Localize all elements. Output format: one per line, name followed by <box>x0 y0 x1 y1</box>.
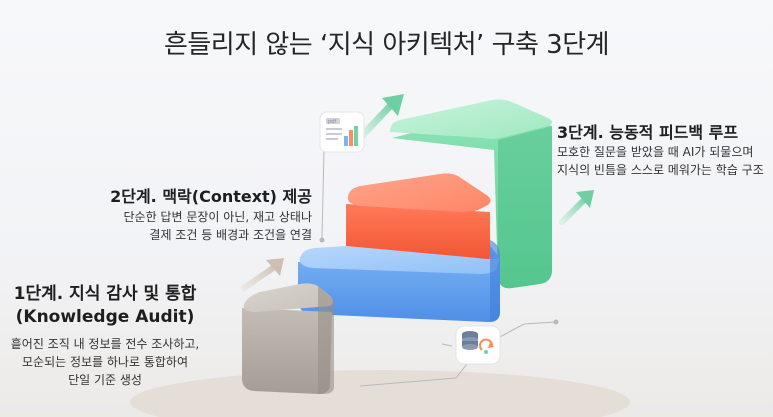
pdf-badge: pdf <box>328 119 336 125</box>
connector-lines <box>319 149 559 387</box>
step-1-description: 흩어진 조직 내 정보를 전수 조사하고, 모순되는 정보를 하나로 통합하여 … <box>10 335 200 389</box>
step-1-title-line1: 1단계. 지식 감사 및 통합 <box>13 284 197 304</box>
arrow-up-green-icon <box>356 94 404 142</box>
step-1-title-line2: (Knowledge Audit) <box>15 307 195 327</box>
step-2-desc-line1: 단순한 답변 문장이 아닌, 재고 상태나 <box>123 210 313 224</box>
step-3-description: 모호한 질문을 받았을 때 AI가 되물으며 지식의 빈틈을 스스로 메워가는 … <box>557 143 772 179</box>
block-step-1 <box>298 240 500 322</box>
document-chart-icon <box>319 111 365 153</box>
block-step-base <box>242 283 334 394</box>
step-1-title: 1단계. 지식 감사 및 통합 (Knowledge Audit) <box>10 283 200 329</box>
arrow-up-right-icon <box>559 190 594 225</box>
step-1-desc-line2: 모순되는 정보를 하나로 통합하여 <box>21 355 188 369</box>
step-2-desc-line2: 결제 조건 등 배경과 조건을 연결 <box>149 228 312 242</box>
page-title: 흔들리지 않는 ‘지식 아키텍처’ 구축 3단계 <box>163 30 610 60</box>
step-2-title: 2단계. 맥락(Context) 제공 <box>110 187 312 206</box>
ground-shadow <box>130 370 630 417</box>
step-2-description: 단순한 답변 문장이 아닌, 재고 상태나 결제 조건 등 배경과 조건을 연결 <box>0 208 313 244</box>
step-1-desc-line1: 흩어진 조직 내 정보를 전수 조사하고, <box>10 337 200 351</box>
step-3-desc-line1: 모호한 질문을 받았을 때 AI가 되물으며 <box>557 145 754 159</box>
arrow-up-gray-icon <box>241 258 284 291</box>
step-3-desc-line2: 지식의 빈틈을 스스로 메워가는 학습 구조 <box>557 163 764 177</box>
block-step-top <box>390 99 552 289</box>
step-3-title: 3단계. 능동적 피드백 루프 <box>557 123 739 142</box>
step-1-desc-line3: 단일 기준 생성 <box>68 373 142 387</box>
database-sync-icon <box>455 325 501 365</box>
